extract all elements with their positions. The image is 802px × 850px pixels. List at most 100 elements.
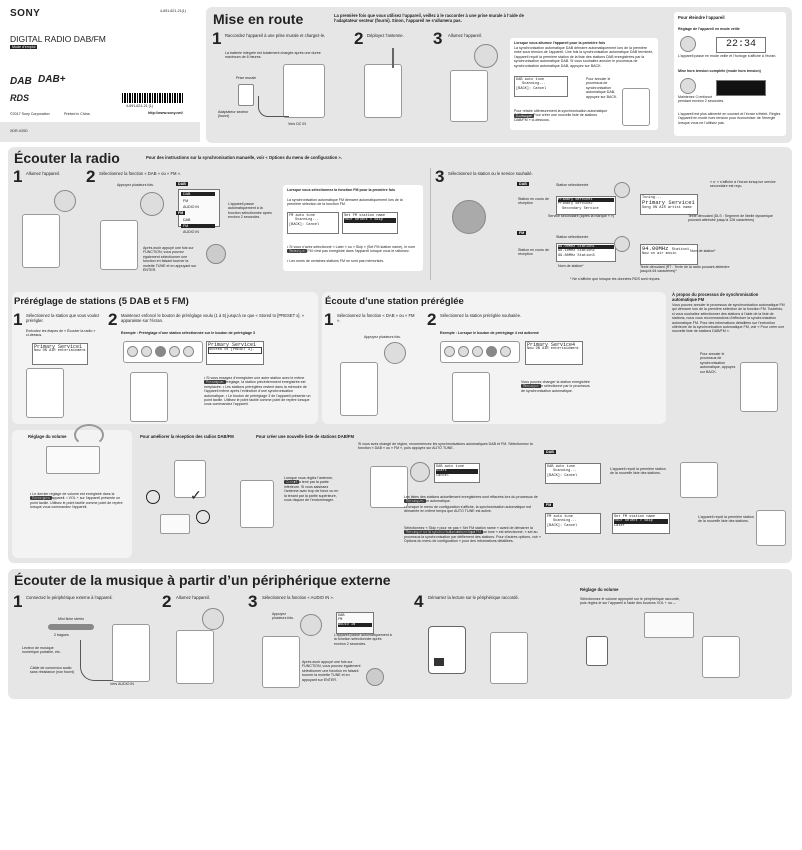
ecoute-preset-3[interactable] xyxy=(472,346,483,357)
device-newlist-dab xyxy=(680,462,718,498)
ecoute-press-many: Appuyez plusieurs fois. xyxy=(364,335,401,339)
ecoute-preset-2[interactable] xyxy=(458,346,469,357)
externe-title: Écouter de la musique à partir d’un péri… xyxy=(14,572,391,588)
radio-fm-tag: FM xyxy=(517,231,527,236)
mise-intro: La première fois que vous utilisez l’app… xyxy=(334,13,524,23)
newlist-fm-tag: FM xyxy=(544,503,554,508)
ecoute-example: Exemple : Lorsque le bouton de préréglag… xyxy=(440,331,539,335)
ecoute-preset-1[interactable] xyxy=(444,346,455,357)
preset-button-2[interactable] xyxy=(141,346,152,357)
ecoute-step1-text: Sélectionnez la fonction « DAB » ou « FM… xyxy=(337,313,415,323)
fm-remarque-badge: Remarque xyxy=(287,249,307,253)
mise-remarque-badge: Remarque xyxy=(514,114,534,118)
device-ext-step4 xyxy=(490,632,528,684)
function-button-ext[interactable] xyxy=(300,614,322,636)
website: http://www.sony.net/ xyxy=(148,111,183,115)
fn-fm: FM xyxy=(183,199,189,203)
model-number: XDR-V20D xyxy=(10,129,28,133)
device-charge xyxy=(283,64,325,118)
preset-title: Préréglage de stations (5 DAB et 5 FM) xyxy=(14,296,189,307)
device-preset-step1 xyxy=(26,368,64,418)
ext-after2s: L’appareil passe automatiquement à la fo… xyxy=(334,633,392,646)
lbl-2bagues: 2 bagues xyxy=(54,633,69,637)
ecoute-preset-4[interactable] xyxy=(486,346,497,357)
fn-dab-selected: DAB xyxy=(181,192,215,197)
preset-button-4[interactable] xyxy=(169,346,180,357)
check-icon: ✓ xyxy=(190,487,202,503)
enter-button-fm[interactable] xyxy=(614,236,630,252)
ext-step3-text: Sélectionnez la fonction « AUDIO IN ». xyxy=(262,595,334,600)
newlist-dab-side: L’appareil reçoit la première station de… xyxy=(610,467,666,476)
device-ext-step1 xyxy=(112,624,150,682)
first-use-title: Lorsque vous allumez l’appareil pour la … xyxy=(514,41,606,45)
device-ext-step2 xyxy=(176,630,214,684)
tune-dial-zoom[interactable] xyxy=(452,200,486,234)
tune-knob[interactable] xyxy=(206,244,226,264)
volume-title: Réglage du volume xyxy=(28,434,67,439)
fn-audioin: AUDIO IN xyxy=(183,205,199,209)
radio-title: Écouter la radio xyxy=(14,150,120,166)
device-antenna xyxy=(364,64,402,118)
audio-cable xyxy=(80,640,121,681)
mise-step1-num: 1 xyxy=(212,29,222,48)
off-title: Pour éteindre l’appareil xyxy=(678,15,725,20)
off-text1: L’appareil passe en mode veille et l’hor… xyxy=(678,54,777,58)
improve-title: Pour améliorer la réception des radios D… xyxy=(140,434,234,439)
sony-logo: SONY xyxy=(10,8,41,19)
preset-button-3[interactable] xyxy=(155,346,166,357)
rds-footnote: * Ne s’affiche que lorsque les données R… xyxy=(570,277,661,281)
radio-step3-text: Sélectionnez la station ou le service so… xyxy=(448,171,533,176)
device-ext-vol xyxy=(644,612,694,638)
preset-remarques-badge: Remarques xyxy=(204,380,226,384)
function-button-ecoute[interactable] xyxy=(384,342,406,364)
ecoute-step1-num: 1 xyxy=(324,310,334,329)
power-button[interactable] xyxy=(680,78,696,94)
power-button-zoom[interactable] xyxy=(474,44,498,68)
no-icon-1 xyxy=(146,490,160,504)
lbl-station-name-2: Nom de station* xyxy=(690,249,716,253)
standby-button[interactable] xyxy=(680,36,696,52)
newlist-intro: Si vous avez changé de région, recommenc… xyxy=(358,442,533,451)
ecoute-remarque-badge: Remarque xyxy=(521,384,541,388)
device-improve-2 xyxy=(240,480,274,528)
printed-in: Printed in China xyxy=(64,112,90,116)
fm-first-text: La synchronisation automatique FM démarr… xyxy=(287,198,403,207)
device-about-back xyxy=(740,362,778,412)
dabplus-logo: DAB+ xyxy=(38,74,66,85)
fn-fm-tag: FM xyxy=(176,211,186,216)
tune-knob-ext[interactable] xyxy=(366,668,384,686)
auto-tune-button[interactable] xyxy=(410,462,430,482)
preset-example: Exemple : Préréglage d’une station sélec… xyxy=(121,331,256,335)
off-sub1: Réglage de l’appareil en mode veille xyxy=(678,27,740,31)
newlist-dab-tag: DAB xyxy=(544,450,556,455)
power-off-note xyxy=(674,12,786,136)
ext-after-fn: Après avoir appuyé une fois sur FUNCTION… xyxy=(302,660,361,682)
preset-button-5[interactable] xyxy=(183,346,194,357)
conseil-badge: Conseil xyxy=(284,480,300,484)
preset-button-1[interactable] xyxy=(127,346,138,357)
enter-button-zoom[interactable] xyxy=(614,182,630,198)
ecoute-preset-5[interactable] xyxy=(500,346,511,357)
lbl-dls-scroll: Texte déroulant (DLS : Segment de libell… xyxy=(688,214,773,223)
play-icon[interactable] xyxy=(434,658,444,666)
newlist-fm-rem-badge: Remarque sur la synchronisation automati… xyxy=(404,530,484,534)
ext-vol-title: Réglage du volume xyxy=(580,587,619,592)
device-preset-step2 xyxy=(130,372,168,422)
radio-after-fn: Après avoir appuyé une fois sur FUNCTION… xyxy=(143,246,197,273)
power-button-ext[interactable] xyxy=(202,608,224,630)
label-prise: Prise murale xyxy=(236,76,257,80)
volume-remarques-badge: Remarques xyxy=(30,496,52,500)
fm-first-title: Lorsque vous sélectionnez la fonction FM… xyxy=(287,188,396,192)
function-button-radio[interactable] xyxy=(140,192,164,216)
off-hold: Maintenez ⏻ enfoncé pendant environ 2 se… xyxy=(678,95,725,104)
barcode-number: 4-691-621-21 (1) xyxy=(126,104,153,108)
power-button-radio[interactable] xyxy=(54,190,76,212)
preset-step2-text: Maintenez enfoncé le bouton de préréglag… xyxy=(121,313,305,323)
